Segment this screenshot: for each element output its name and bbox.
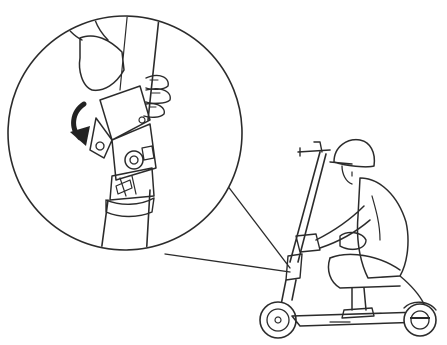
rider-crouching-icon xyxy=(296,140,424,318)
magnifier-callout-icon xyxy=(8,16,290,272)
electric-scooter-icon xyxy=(260,142,436,338)
